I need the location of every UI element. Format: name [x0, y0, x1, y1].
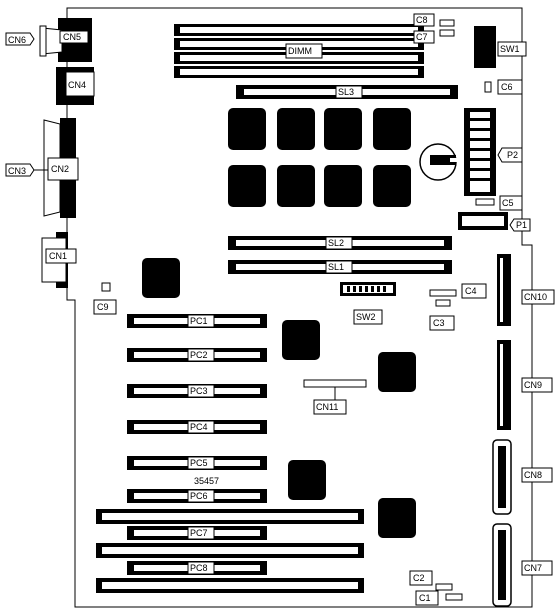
chip-mid-4 [378, 498, 416, 538]
label-c2: C2 [413, 573, 425, 583]
slot-pc2: PC2 [127, 348, 267, 362]
label-p1: P1 [516, 220, 527, 230]
label-c4: C4 [465, 286, 477, 296]
chip-mid-3 [288, 460, 326, 500]
slot-pc5: PC5 [127, 456, 267, 470]
label-cn8: CN8 [524, 470, 542, 480]
chip-left [142, 258, 180, 298]
switch-sw2: SW2 [340, 282, 396, 325]
label-pc3: PC3 [190, 386, 208, 396]
label-cn2: CN2 [51, 164, 69, 174]
label-pc4: PC4 [190, 422, 208, 432]
label-cn1: CN1 [49, 251, 67, 261]
slot-sl2: SL2 [228, 236, 452, 250]
battery [419, 143, 460, 181]
label-sw2: SW2 [356, 312, 376, 322]
label-c7: C7 [416, 32, 428, 42]
label-pc8: PC8 [190, 563, 208, 573]
label-c1: C1 [419, 593, 431, 603]
connector-cn11: CN11 [303, 379, 367, 415]
jumper-c5: C5 [475, 195, 523, 211]
slot-pc4: PC4 [127, 420, 267, 434]
label-sl3: SL3 [338, 87, 354, 97]
switch-sw1: SW1 [474, 26, 527, 68]
connector-cn7: CN7 [492, 523, 553, 607]
slot-pc1: PC1 [127, 314, 267, 328]
label-cn7: CN7 [524, 563, 542, 573]
connector-cn1-group: CN1 [41, 232, 77, 288]
label-c8: C8 [416, 15, 428, 25]
label-cn11: CN11 [316, 402, 338, 412]
connector-cn4-group: CN4 [56, 67, 95, 105]
connector-cn6-group: CN6 CN5 [5, 18, 92, 62]
label-cn3: CN3 [8, 166, 26, 176]
jumper-c9: C9 [93, 282, 117, 315]
slot-sl3: SL3 [236, 85, 458, 99]
label-c3: C3 [433, 318, 445, 328]
label-c9: C9 [97, 302, 109, 312]
label-pc7: PC7 [190, 528, 208, 538]
slot-pc7: PC7 [127, 526, 267, 540]
dimm-slots: DIMM [174, 24, 424, 78]
label-cn5: CN5 [63, 32, 81, 42]
label-cn6: CN6 [8, 35, 26, 45]
label-cn4: CN4 [68, 80, 86, 90]
jumper-c4-c3: C4 C3 [429, 283, 487, 331]
chip-mid-2 [378, 352, 416, 392]
label-dimm: DIMM [288, 46, 312, 56]
label-pc2: PC2 [190, 350, 208, 360]
connector-cn2-group: CN2 CN3 [5, 118, 79, 218]
label-pc1: PC1 [190, 316, 208, 326]
isa-slots [96, 509, 364, 593]
label-p2: P2 [507, 150, 518, 160]
jumper-c8-c7: C8 C7 [413, 13, 455, 44]
label-sw1: SW1 [500, 44, 520, 54]
slot-pc3: PC3 [127, 384, 267, 398]
jumper-c6: C6 [484, 79, 523, 95]
connector-cn8: CN8 [492, 439, 553, 515]
label-sl1: SL1 [328, 262, 344, 272]
connector-cn9: CN9 [497, 340, 553, 430]
chip-array [228, 108, 411, 207]
chip-mid-1 [282, 320, 320, 360]
label-cn9: CN9 [524, 380, 542, 390]
connector-p2: P2 [464, 108, 523, 196]
slot-pc8: PC8 [127, 561, 267, 575]
jumper-c2-c1: C2 C1 [409, 570, 463, 606]
connector-cn10: CN10 [497, 254, 555, 326]
board-code: 35457 [194, 476, 219, 486]
slot-pc6: PC6 [127, 489, 267, 503]
label-c5: C5 [502, 198, 514, 208]
label-c6: C6 [501, 82, 513, 92]
label-sl2: SL2 [328, 238, 344, 248]
label-pc6: PC6 [190, 491, 208, 501]
label-cn10: CN10 [524, 292, 547, 302]
label-pc5: PC5 [190, 458, 208, 468]
connector-p1: P1 [458, 212, 531, 232]
slot-sl1: SL1 [228, 260, 452, 274]
